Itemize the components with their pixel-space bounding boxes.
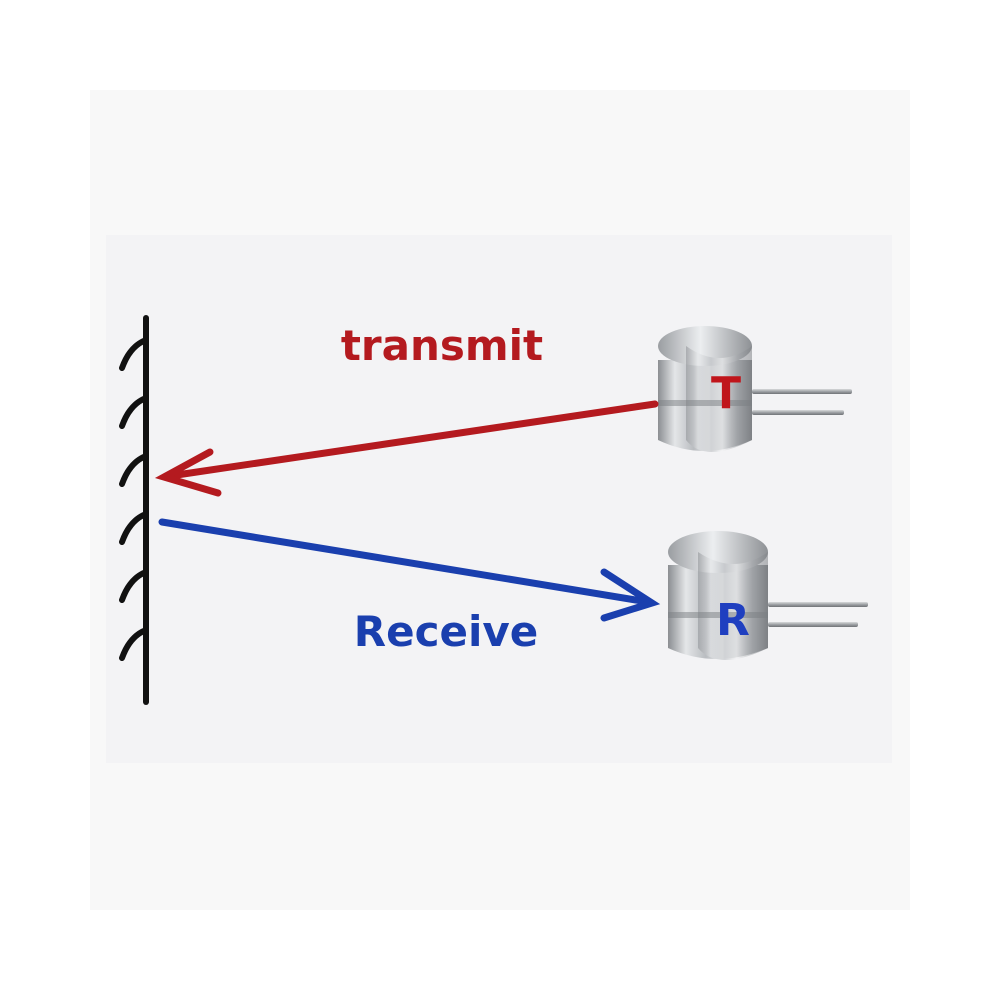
transmit-label: transmit — [341, 321, 543, 370]
transmit-arrow — [154, 400, 659, 497]
ultrasonic-receiver-icon — [668, 531, 868, 660]
receive-label: Receive — [354, 607, 538, 656]
transmitter-letter: T — [711, 368, 741, 419]
receive-arrow — [158, 518, 661, 622]
ultrasonic-transmitter-icon — [658, 326, 852, 452]
diagram-panel — [106, 235, 892, 763]
hatched-wall-icon — [119, 315, 149, 705]
receiver-letter: R — [716, 595, 750, 646]
